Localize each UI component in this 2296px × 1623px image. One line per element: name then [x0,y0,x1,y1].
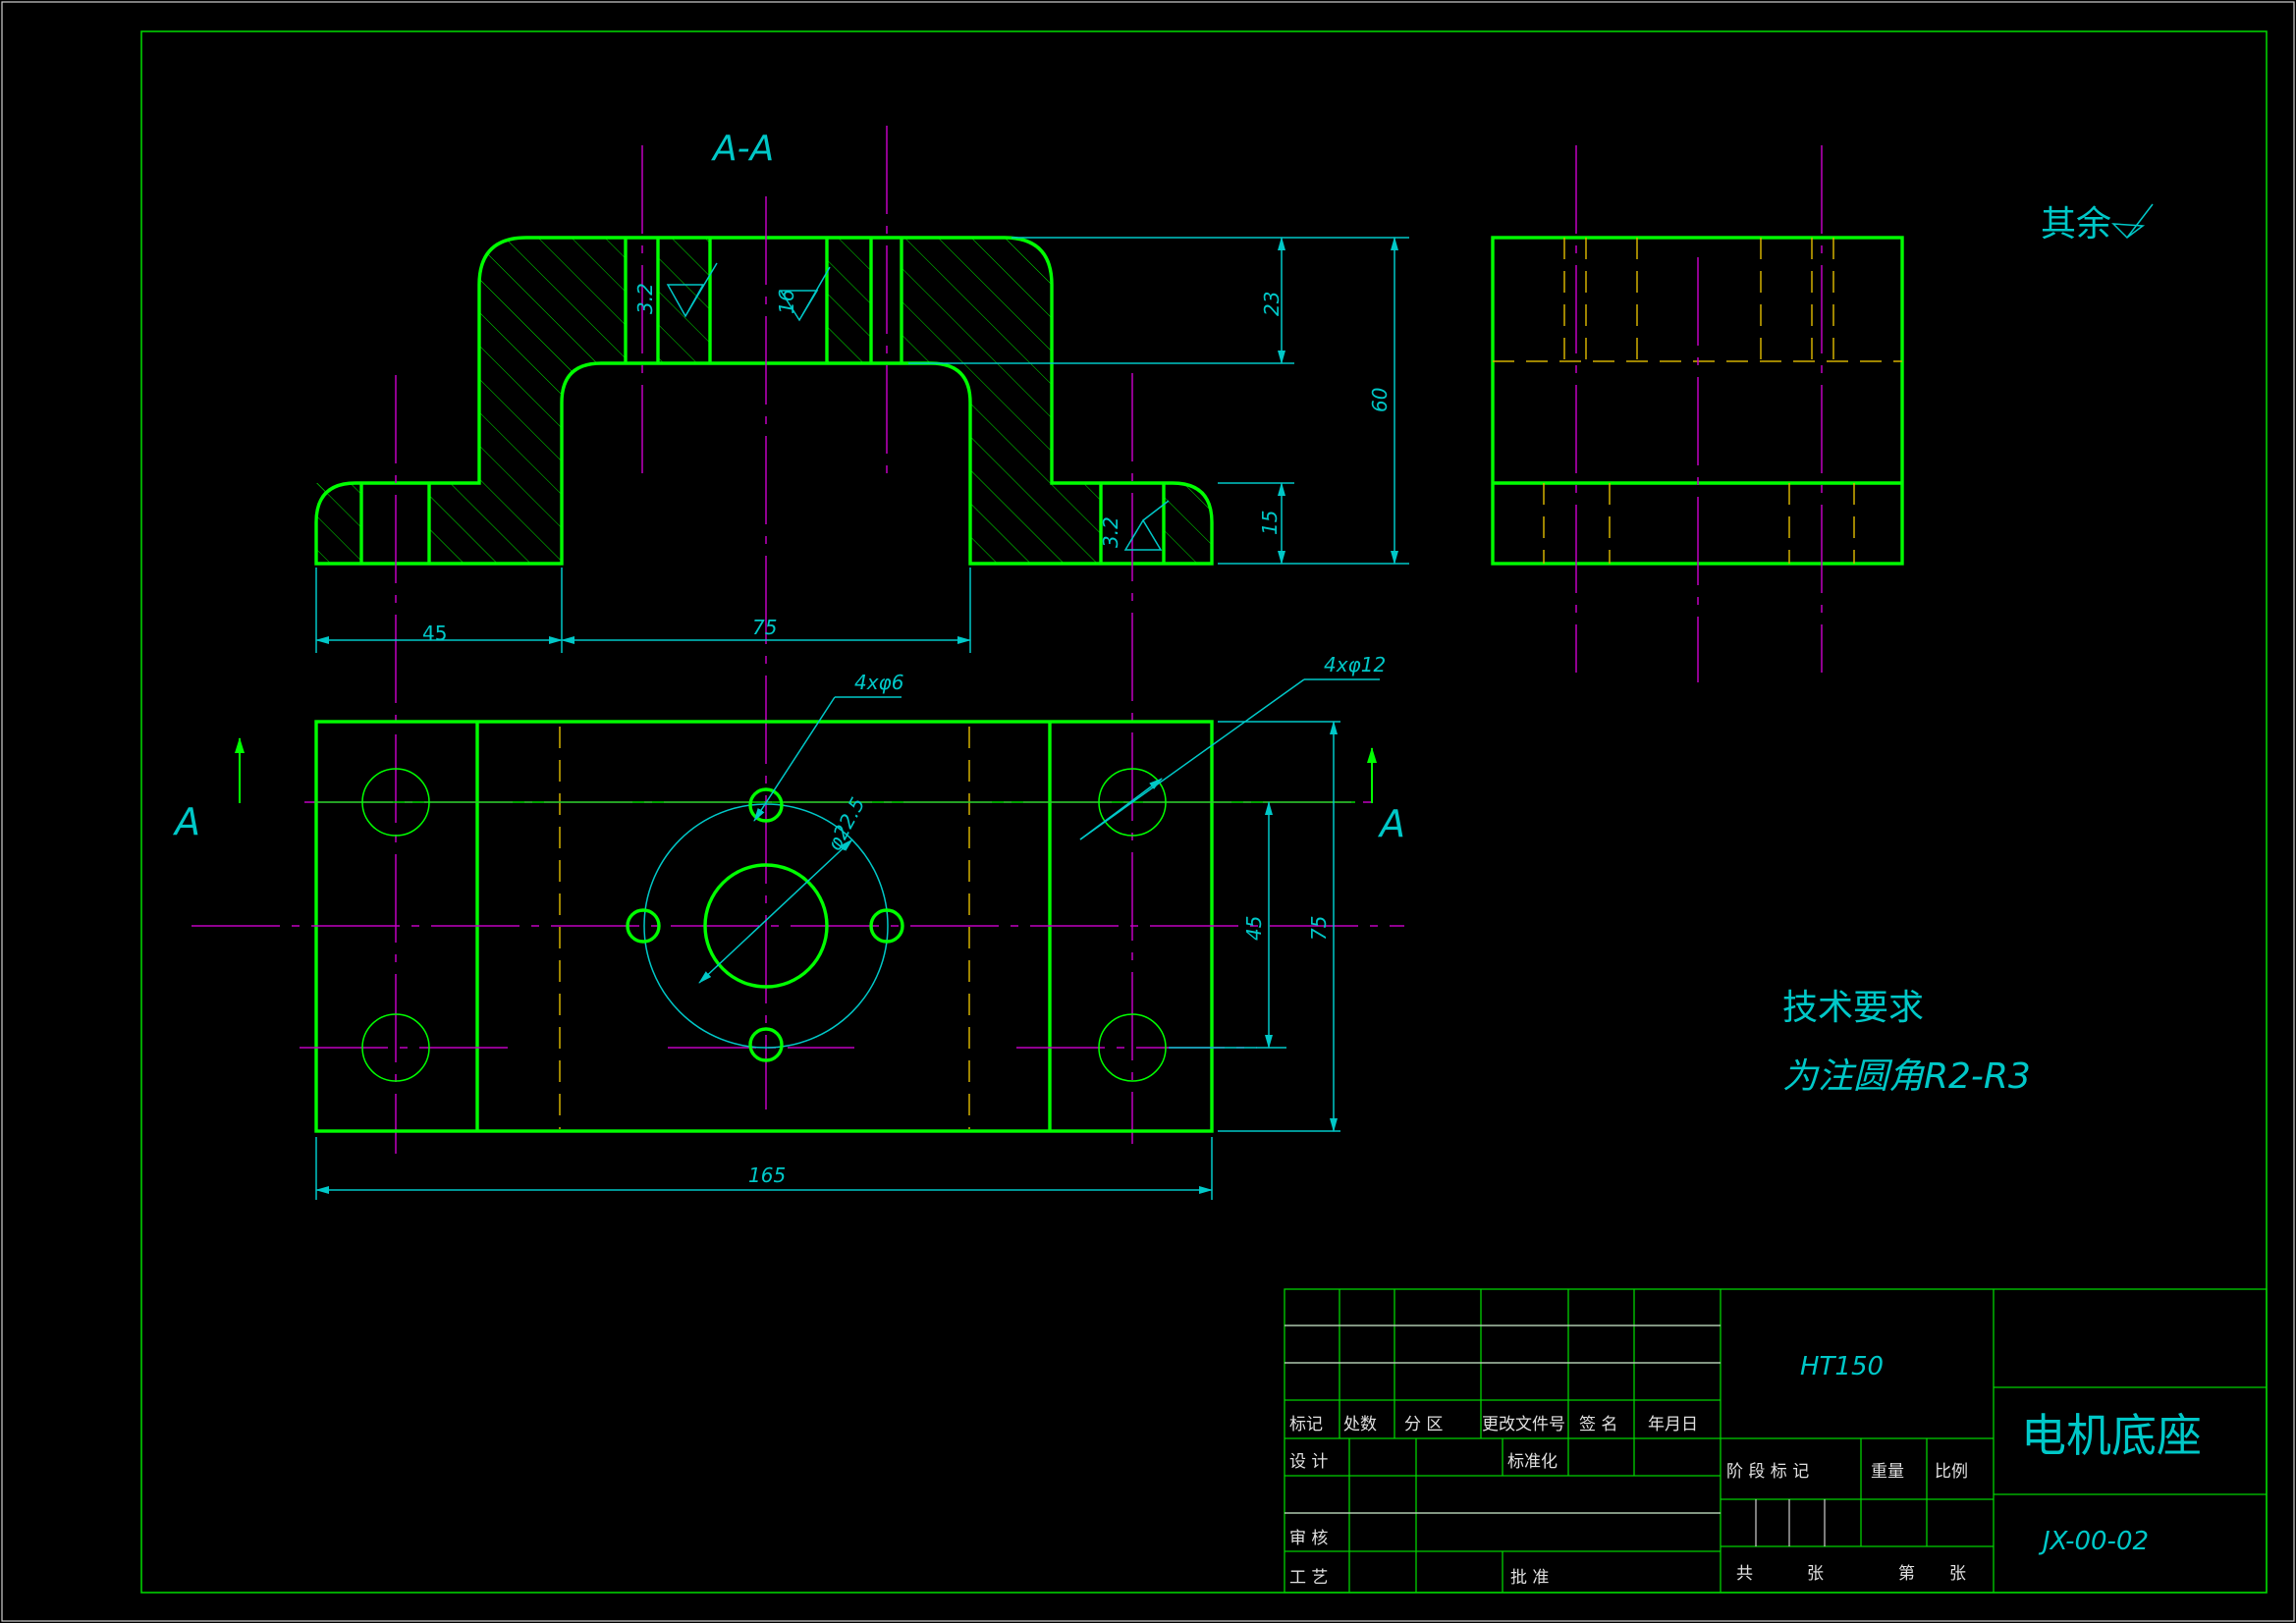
rev-header-count: 处数 [1343,1415,1377,1434]
rev-header-mark: 标记 [1289,1415,1323,1434]
general-roughness: 其余 [2041,203,2154,244]
side-view [1491,145,1904,682]
dim-total-length: 165 [748,1163,786,1187]
section-mark-left: A [172,800,200,843]
section-hatching [316,238,1212,564]
section-hole-walls [359,238,1166,564]
rev-header-doc: 更改文件号 [1482,1415,1565,1434]
roughness-symbols [666,262,1170,551]
tech-requirements-title: 技术要求 [1782,988,1924,1028]
roughness-value-1: 3.2 [633,283,657,314]
bolt-circle [643,803,889,1049]
sheets-label: 张 [1807,1564,1824,1584]
dim-plan-depth: 75 [1307,916,1331,941]
part-name: 电机底座 [2021,1409,2202,1462]
roughness-check-icon [2111,203,2154,239]
drawing-number: JX-00-02 [2038,1527,2149,1556]
dimension-lines [315,237,1409,1200]
rev-header-date: 年月日 [1648,1415,1698,1434]
rev-header-zone: 分 区 [1404,1415,1443,1434]
review-label: 审 核 [1289,1529,1328,1548]
total-label: 共 [1736,1564,1753,1584]
dim-plan-hole-spacing: 45 [1242,916,1266,941]
rev-header-sign: 签 名 [1579,1415,1617,1434]
tech-requirements-text: 为注圆角R2-R3 [1782,1056,2031,1097]
plan-view [191,720,1404,1133]
section-view [314,126,1214,1154]
process-label: 工 艺 [1289,1568,1328,1588]
dim-center-width: 75 [752,616,777,639]
standardization-label: 标准化 [1507,1452,1558,1472]
scale-label: 比例 [1935,1462,1968,1482]
drawing-frame [140,30,2268,1594]
approve-label: 批 准 [1510,1568,1549,1588]
dim-large-holes: 4xφ12 [1324,653,1386,676]
material: HT150 [1800,1352,1884,1381]
section-mark-right: A [1377,802,1405,845]
dim-top-height: 23 [1260,292,1284,316]
dim-left-width: 45 [422,622,447,645]
weight-label: 重量 [1871,1462,1904,1482]
dim-small-holes: 4xφ6 [854,671,903,694]
sheet-no-label: 第 [1898,1564,1915,1584]
stage-marks-label: 阶 段 标 记 [1726,1462,1809,1482]
corner-holes [361,768,1167,1082]
dim-total-height: 60 [1368,388,1392,412]
roughness-value-3: 3.2 [1099,516,1122,548]
title-block: HT150 电机底座 JX-00-02 标记 处数 分 区 更改文件号 签 名 … [1284,1288,2268,1594]
sheet-label: 张 [1949,1564,1966,1584]
section-marks [235,737,1377,803]
design-label: 设 计 [1289,1452,1328,1472]
section-label: A-A [711,129,774,169]
dim-base-height: 15 [1258,511,1282,535]
small-holes [626,787,904,1062]
roughness-value-2: 16 [775,290,798,314]
general-roughness-text: 其余 [2041,204,2111,244]
